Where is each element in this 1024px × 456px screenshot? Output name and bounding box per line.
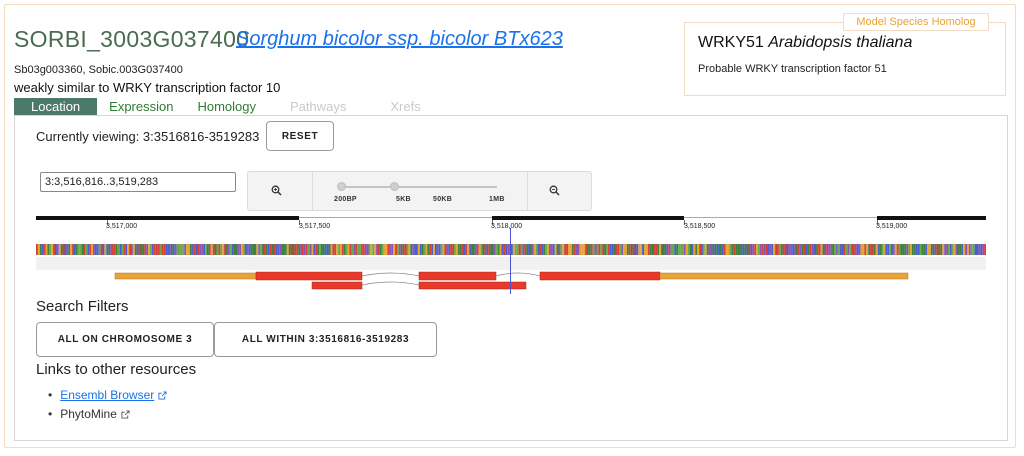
all-within-region-button[interactable]: ALL WITHIN 3:3516816-3519283 bbox=[214, 322, 437, 357]
zoom-separator bbox=[312, 172, 313, 210]
link-item-phytomine: • PhytoMine bbox=[48, 407, 130, 421]
tab-expression[interactable]: Expression bbox=[109, 99, 174, 114]
ruler-tick bbox=[299, 220, 300, 225]
reset-button[interactable]: RESET bbox=[266, 121, 334, 151]
ruler-tick-label: 3,517,000 bbox=[106, 223, 138, 230]
ruler-tick bbox=[107, 220, 108, 225]
coordinate-input[interactable] bbox=[40, 172, 236, 192]
gene-track-background bbox=[36, 257, 986, 270]
page-frame bbox=[4, 4, 1016, 448]
gene-model-track[interactable] bbox=[36, 268, 986, 298]
utr-5prime bbox=[114, 272, 257, 280]
ensembl-browser-link[interactable]: Ensembl Browser bbox=[60, 388, 155, 402]
zoom-label: 5KB bbox=[396, 196, 411, 203]
bullet: • bbox=[48, 407, 53, 421]
homolog-description: Probable WRKY transcription factor 51 bbox=[698, 63, 887, 75]
links-title: Links to other resources bbox=[36, 361, 197, 378]
cds-exon bbox=[311, 281, 363, 290]
zoom-slider-track[interactable] bbox=[340, 186, 497, 188]
homolog-panel-label: Model Species Homolog bbox=[843, 13, 989, 31]
ruler-tick bbox=[877, 220, 878, 225]
zoom-out-icon[interactable] bbox=[549, 185, 560, 196]
zoom-controls bbox=[247, 171, 592, 211]
transcript-1[interactable] bbox=[114, 271, 909, 281]
tab-location[interactable]: Location bbox=[14, 98, 98, 116]
zoom-label: 1MB bbox=[489, 196, 505, 203]
ruler-tick-label: 3,518,500 bbox=[684, 223, 716, 230]
gene-synonyms: Sb03g003360, Sobic.003G037400 bbox=[14, 64, 183, 76]
ruler-tick bbox=[492, 220, 493, 225]
cds-exon bbox=[539, 271, 661, 281]
all-on-chromosome-button[interactable]: ALL ON CHROMOSOME 3 bbox=[36, 322, 214, 357]
zoom-stop-200bp[interactable] bbox=[337, 182, 346, 191]
homolog-species: Arabidopsis thaliana bbox=[768, 34, 913, 51]
sequence-track bbox=[36, 244, 986, 255]
ruler-tick-label: 3,519,000 bbox=[876, 223, 908, 230]
ruler-segment bbox=[877, 216, 986, 220]
species-link[interactable]: Sorghum bicolor ssp. bicolor BTx623 bbox=[236, 28, 563, 50]
tab-xrefs: Xrefs bbox=[390, 99, 421, 114]
transcript-2[interactable] bbox=[311, 281, 527, 290]
external-link-icon[interactable] bbox=[158, 391, 167, 400]
intron bbox=[495, 272, 541, 277]
search-filters-title: Search Filters bbox=[36, 298, 129, 315]
homolog-gene-name: WRKY51 bbox=[698, 34, 764, 51]
zoom-label: 50KB bbox=[433, 196, 453, 203]
currently-viewing-label: Currently viewing: 3:3516816-3519283 bbox=[36, 129, 260, 144]
ruler-tick bbox=[684, 220, 685, 225]
gene-description: weakly similar to WRKY transcription fac… bbox=[14, 80, 281, 95]
ruler-tick-label: 3,518,000 bbox=[491, 223, 523, 230]
cds-exon bbox=[418, 271, 497, 281]
zoom-in-icon[interactable] bbox=[271, 185, 282, 196]
position-cursor bbox=[510, 228, 511, 294]
phytomine-label: PhytoMine bbox=[60, 407, 117, 421]
cds-exon bbox=[255, 271, 363, 281]
detail-tabs: Location Expression Homology Pathways Xr… bbox=[14, 98, 443, 116]
external-link-icon[interactable] bbox=[121, 410, 130, 419]
intron bbox=[361, 281, 420, 286]
tab-homology[interactable]: Homology bbox=[197, 99, 256, 114]
gene-id-title: SORBI_3003G037400 bbox=[14, 26, 250, 52]
zoom-separator bbox=[527, 172, 528, 210]
ruler-tick-label: 3,517,500 bbox=[299, 223, 331, 230]
cds-exon bbox=[418, 281, 527, 290]
utr-3prime bbox=[659, 272, 909, 280]
ruler-segment bbox=[492, 216, 684, 220]
tab-pathways: Pathways bbox=[290, 99, 347, 114]
intron bbox=[361, 272, 420, 277]
zoom-label: 200BP bbox=[334, 196, 357, 203]
bullet: • bbox=[48, 388, 53, 402]
link-item-ensembl: • Ensembl Browser bbox=[48, 388, 167, 402]
ruler-segment bbox=[36, 216, 299, 220]
zoom-stop-5kb[interactable] bbox=[390, 182, 399, 191]
homolog-name: WRKY51 Arabidopsis thaliana bbox=[698, 34, 912, 52]
